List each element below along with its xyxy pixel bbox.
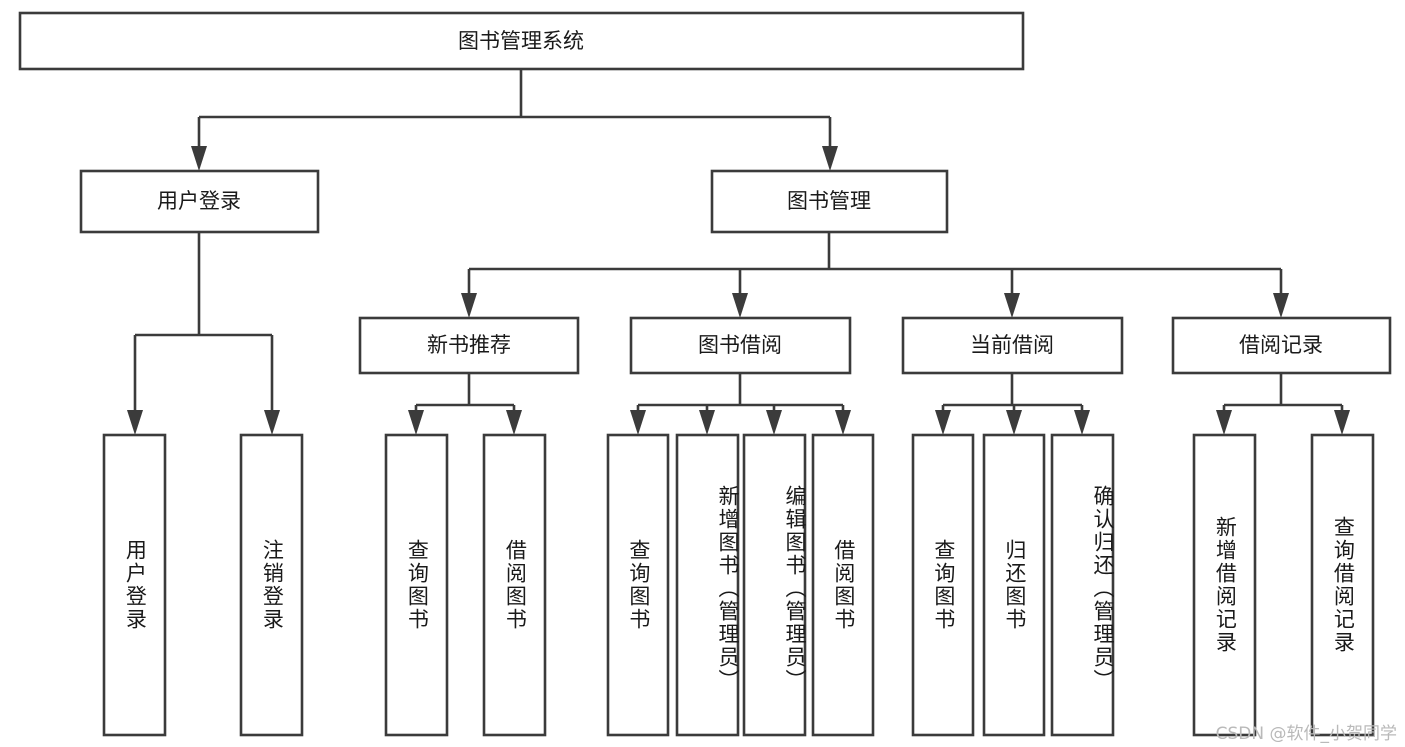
arrowhead-leaf-query-book-new bbox=[408, 410, 424, 435]
node-box-leaf-query-book-cur[interactable] bbox=[911, 433, 975, 737]
node-label-borrow-records: 借阅记录 bbox=[1239, 333, 1323, 357]
node-label-user-login: 用户登录 bbox=[157, 189, 241, 213]
node-box-leaf-borrow-book-new[interactable] bbox=[482, 433, 547, 737]
arrowhead-current-borrow bbox=[1004, 293, 1020, 318]
node-box-leaf-query-book[interactable] bbox=[606, 433, 670, 737]
arrowhead-leaf-user-login bbox=[127, 410, 143, 435]
node-label-book-borrow: 图书借阅 bbox=[698, 333, 782, 357]
arrowhead-user-login bbox=[191, 146, 207, 171]
arrowhead-leaf-confirm-return bbox=[1074, 410, 1090, 435]
arrowhead-book-management bbox=[822, 146, 838, 171]
node-box-book-management[interactable] bbox=[710, 169, 949, 234]
arrowhead-borrow-records bbox=[1273, 293, 1289, 318]
node-box-leaf-return-book[interactable] bbox=[982, 433, 1046, 737]
node-label-new-book-recommend: 新书推荐 bbox=[427, 333, 511, 357]
arrowhead-leaf-edit-book-admin bbox=[766, 410, 782, 435]
arrowhead-leaf-add-book-admin bbox=[699, 410, 715, 435]
node-box-new-book-recommend[interactable] bbox=[358, 316, 580, 375]
node-box-leaf-confirm-return[interactable] bbox=[1050, 433, 1115, 737]
node-label-book-management: 图书管理 bbox=[787, 189, 871, 213]
arrowhead-leaf-borrow-book bbox=[835, 410, 851, 435]
node-box-current-borrow[interactable] bbox=[901, 316, 1124, 375]
node-box-leaf-borrow-book[interactable] bbox=[811, 433, 875, 737]
csdn-watermark: CSDN @软件_小贺同学 bbox=[1215, 724, 1397, 744]
arrowhead-leaf-query-book bbox=[630, 410, 646, 435]
node-label-current-borrow: 当前借阅 bbox=[970, 333, 1054, 357]
node-box-book-borrow[interactable] bbox=[629, 316, 852, 375]
node-box-borrow-records[interactable] bbox=[1171, 316, 1392, 375]
node-box-root[interactable] bbox=[18, 11, 1025, 71]
node-label-root: 图书管理系统 bbox=[458, 29, 584, 53]
node-box-leaf-query-record[interactable] bbox=[1310, 433, 1375, 737]
node-box-leaf-add-book-admin[interactable] bbox=[675, 433, 740, 737]
node-box-leaf-logout[interactable] bbox=[239, 433, 304, 737]
arrowhead-leaf-query-record bbox=[1334, 410, 1350, 435]
arrowhead-leaf-add-record bbox=[1216, 410, 1232, 435]
arrowhead-leaf-logout bbox=[264, 410, 280, 435]
arrowhead-book-borrow bbox=[732, 293, 748, 318]
arrowhead-leaf-query-book-cur bbox=[935, 410, 951, 435]
node-box-leaf-user-login[interactable] bbox=[102, 433, 167, 737]
arrowhead-leaf-return-book bbox=[1006, 410, 1022, 435]
arrowhead-leaf-borrow-book-new bbox=[506, 410, 522, 435]
node-box-leaf-query-book-new[interactable] bbox=[384, 433, 449, 737]
arrowhead-new-book-recommend bbox=[461, 293, 477, 318]
node-box-leaf-add-record[interactable] bbox=[1192, 433, 1257, 737]
node-box-leaf-edit-book-admin[interactable] bbox=[742, 433, 807, 737]
